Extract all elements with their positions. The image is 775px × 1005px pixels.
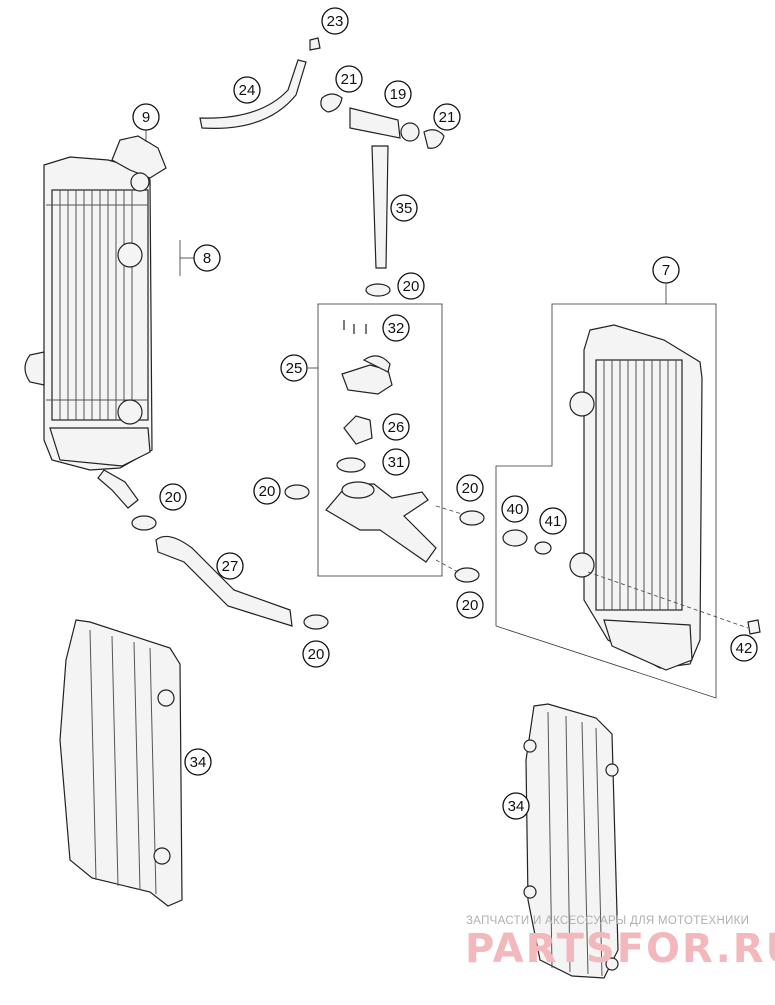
clamp-20-top (365, 283, 391, 297)
radiator-cap-9 (111, 135, 167, 179)
svg-text:21: 21 (341, 71, 358, 88)
hose-24 (199, 59, 307, 129)
thermostat-housing-25 (341, 364, 393, 395)
grommet-40 (502, 529, 528, 547)
svg-text:27: 27 (222, 558, 239, 575)
callout-9: 9 (132, 103, 160, 131)
watermark-logo: PARTSFOR.RU (465, 926, 775, 972)
svg-text:21: 21 (439, 109, 456, 126)
louver-right (523, 703, 619, 979)
callout-27: 27 (216, 552, 244, 580)
callout-34-left: 34 (184, 748, 212, 776)
svg-text:31: 31 (388, 454, 405, 471)
hose-assembly-25 (325, 483, 437, 563)
clamp-20-d (131, 515, 157, 531)
svg-text:8: 8 (203, 250, 211, 267)
right-radiator (495, 303, 761, 699)
svg-text:20: 20 (403, 278, 420, 295)
callout-23: 23 (321, 7, 349, 35)
callout-21-left: 21 (335, 65, 363, 93)
thermostat-26 (343, 415, 373, 445)
svg-text:26: 26 (388, 419, 405, 436)
svg-text:20: 20 (308, 646, 325, 663)
svg-text:20: 20 (165, 489, 182, 506)
clamp-21-left (320, 93, 343, 113)
callout-32: 32 (382, 314, 410, 342)
pipe-35 (371, 145, 389, 269)
svg-text:32: 32 (388, 320, 405, 337)
callouts: 23 24 21 19 21 9 35 8 7 20 32 25 26 31 2… (132, 7, 758, 820)
svg-text:24: 24 (239, 82, 256, 99)
callout-25: 25 (280, 354, 308, 382)
callout-41: 41 (539, 507, 567, 535)
callout-20-e: 20 (302, 640, 330, 668)
callout-31: 31 (382, 448, 410, 476)
callout-20-b: 20 (456, 474, 484, 502)
thermostat-group (317, 303, 443, 577)
callout-26: 26 (382, 413, 410, 441)
screw-42 (747, 619, 761, 635)
callout-42: 42 (730, 634, 758, 662)
svg-text:20: 20 (259, 483, 276, 500)
clamp-23 (309, 37, 321, 51)
callout-20-a: 20 (253, 477, 281, 505)
clamp-20-b (459, 510, 485, 526)
watermark-tagline: ЗАПЧАСТИ И АКСЕССУАРЫ ДЛЯ МОТОТЕХНИКИ (466, 915, 749, 927)
left-radiator (24, 135, 167, 509)
clamp-21-right (423, 129, 445, 149)
clamp-20-e (303, 614, 329, 630)
callout-20-d: 20 (159, 483, 187, 511)
clamp-20-c (454, 567, 480, 583)
watermark: ЗАПЧАСТИ И АКСЕССУАРЫ ДЛЯ МОТОТЕХНИКИ PA… (465, 915, 775, 972)
top-hose-assembly (199, 37, 445, 297)
washer-41 (534, 541, 552, 555)
hose-27 (155, 535, 293, 627)
callout-20-top: 20 (397, 272, 425, 300)
svg-text:41: 41 (545, 513, 562, 530)
callout-34-right: 34 (502, 792, 530, 820)
callout-35: 35 (390, 194, 418, 222)
svg-text:23: 23 (327, 13, 344, 30)
callout-8: 8 (193, 244, 221, 272)
callout-21-right: 21 (433, 103, 461, 131)
lower-hose (131, 515, 329, 630)
callout-24: 24 (233, 76, 261, 104)
svg-text:40: 40 (507, 501, 524, 518)
t-piece-19 (349, 107, 401, 139)
svg-text:42: 42 (736, 640, 753, 657)
leader-lines (145, 130, 667, 369)
svg-text:7: 7 (662, 262, 670, 279)
svg-text:19: 19 (390, 86, 407, 103)
svg-text:25: 25 (286, 360, 303, 377)
callout-40: 40 (501, 495, 529, 523)
oring-31 (336, 457, 366, 473)
svg-text:35: 35 (396, 200, 413, 217)
svg-text:34: 34 (508, 798, 525, 815)
svg-text:20: 20 (462, 480, 479, 497)
clamp-20-a (284, 484, 310, 500)
callout-20-c: 20 (456, 591, 484, 619)
svg-text:20: 20 (462, 597, 479, 614)
louver-left (59, 619, 183, 907)
svg-text:34: 34 (190, 754, 207, 771)
callout-19: 19 (384, 80, 412, 108)
svg-text:9: 9 (142, 109, 150, 126)
callout-7: 7 (652, 256, 680, 284)
